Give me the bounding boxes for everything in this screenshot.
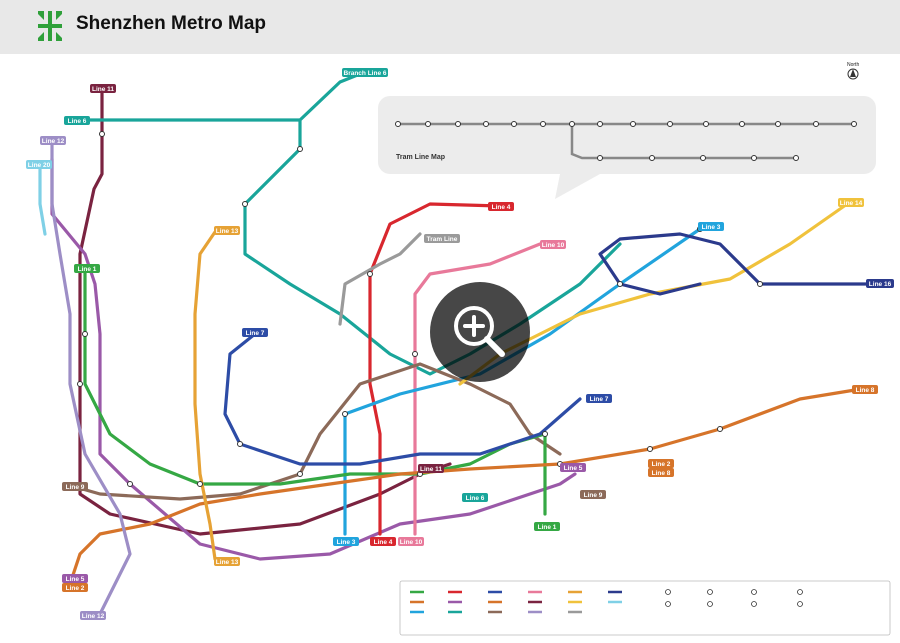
label-tram: Tram Line: [427, 236, 458, 243]
label-line3-bottom: Line 3: [337, 539, 356, 546]
label-line5-left: Line 5: [66, 576, 85, 583]
label-line13-top: Line 13: [216, 228, 239, 235]
metro-map[interactable]: Tram Line Map North Line 11 Line 6 Branc…: [0, 54, 900, 643]
route-line20: [38, 162, 47, 236]
label-line8-mid: Line 8: [652, 470, 671, 477]
label-line1-top: Line 1: [78, 266, 97, 273]
label-line11-bottom: Line 11: [420, 466, 442, 473]
route-line6: [88, 72, 622, 376]
label-line11: Line 11: [92, 86, 114, 93]
route-line2: [68, 388, 857, 586]
route-tram: [338, 232, 422, 326]
map-legend: [399, 580, 891, 636]
label-line10-top: Line 10: [542, 242, 565, 249]
label-line13-bottom: Line 13: [216, 559, 239, 566]
label-line4-bottom: Line 4: [374, 539, 393, 546]
label-line9-right: Line 9: [584, 492, 603, 499]
label-line6-bottom: Line 6: [466, 495, 485, 502]
route-line7: [223, 332, 582, 466]
north-arrow-icon: North: [847, 62, 859, 80]
label-line3-top: Line 3: [702, 224, 721, 231]
route-line13: [193, 230, 217, 561]
label-line16: Line 16: [869, 281, 892, 288]
label-line2-mid: Line 2: [652, 461, 671, 468]
label-line14: Line 14: [840, 200, 863, 207]
label-line7-right: Line 7: [590, 396, 609, 403]
label-line12-bottom: Line 12: [82, 613, 105, 620]
label-line20: Line 20: [28, 162, 51, 169]
label-line12-top: Line 12: [42, 138, 65, 145]
zoom-in-button[interactable]: [430, 282, 530, 382]
line-labels: Line 11 Line 6 Branch Line 6 Line 12 Lin…: [26, 68, 894, 620]
label-line7-left: Line 7: [246, 330, 265, 337]
label-line9-left: Line 9: [66, 484, 85, 491]
route-line16: [598, 232, 870, 296]
route-line11: [78, 89, 452, 536]
station-markers: [77, 131, 763, 487]
label-branch6: Branch Line 6: [344, 70, 387, 77]
label-line2-left: Line 2: [66, 585, 85, 592]
tram-inset-title: Tram Line Map: [396, 154, 445, 161]
route-line10: [413, 242, 542, 536]
zoom-in-icon: [454, 306, 505, 357]
shenzhen-metro-logo-icon: [38, 11, 62, 41]
label-line4-top: Line 4: [492, 204, 511, 211]
label-line1-bottom: Line 1: [538, 524, 557, 531]
label-line10-bottom: Line 10: [400, 539, 423, 546]
route-line12: [50, 140, 132, 616]
label-line8-right: Line 8: [856, 387, 875, 394]
north-label: North: [847, 62, 859, 68]
label-line5-right: Line 5: [564, 465, 583, 472]
page-title: Shenzhen Metro Map: [76, 13, 267, 34]
label-line6: Line 6: [68, 118, 87, 125]
route-line9: [70, 362, 562, 501]
header-bar: Shenzhen Metro Map: [0, 0, 900, 54]
tram-line-inset: Tram Line Map: [378, 96, 876, 199]
